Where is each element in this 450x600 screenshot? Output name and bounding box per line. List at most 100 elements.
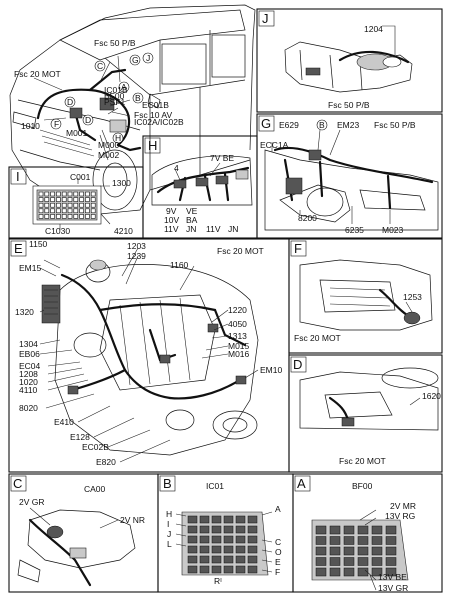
panel-B-labels: IC01 H I J L R A C O E F [166, 481, 282, 586]
fuse-slot [343, 525, 355, 535]
panel-tag-A: A [297, 476, 306, 491]
panel-C-drawing [17, 507, 136, 587]
connector-slot [223, 545, 234, 554]
panel-E-label-fsc20mot: Fsc 20 MOT [217, 246, 264, 256]
fuse-slot [44, 191, 50, 197]
fuse-slot [90, 202, 96, 208]
fuse-slot [90, 191, 96, 197]
connector-slot [199, 565, 210, 574]
fuse-slot [79, 191, 84, 197]
panel-B-label-h: H [166, 509, 172, 519]
panel-E-label-1239: 1239 [127, 251, 146, 261]
fuse-slot [385, 536, 397, 545]
panel-E-label-e410: E410 [54, 417, 74, 427]
fuse-slot [85, 208, 90, 214]
fuse-slot [357, 546, 369, 556]
panel-E-label-1320: 1320 [15, 307, 34, 317]
fuse-slot [38, 191, 44, 197]
fuse-slot [371, 557, 383, 566]
panel-E-label-1313: 1313 [228, 331, 247, 341]
fuse-slot [73, 214, 79, 219]
fuse-slot [385, 546, 397, 556]
callout-E: D [67, 97, 73, 107]
panel-I-label-c1030: C1030 [45, 226, 70, 236]
fuse-slot [315, 536, 327, 545]
panel-A-drawing [311, 509, 409, 591]
panel-B-label-a: A [275, 504, 281, 514]
overview-label-psf1: PSF1 [104, 97, 126, 107]
fuse-slot [73, 197, 79, 202]
connector-slot [199, 515, 210, 524]
panel-C-label-2vgr: 2V GR [19, 497, 45, 507]
panel-I-labels: C001 1300 C1030 4210 [45, 172, 133, 236]
panel-A-label-2vmr: 2V MR [390, 501, 416, 511]
callout-C: C [97, 61, 103, 71]
fuse-slot [50, 214, 55, 219]
panel-G-labels: E629 B EM23 Fsc 50 P/B ECC1A 8200 6235 M… [260, 120, 416, 235]
fuse-slot [61, 208, 67, 214]
connector-slot [187, 545, 198, 554]
connector-slot [211, 535, 222, 544]
panel-G-drawing [264, 119, 439, 231]
fuse-slot [315, 567, 327, 577]
fuse-slot [385, 567, 397, 577]
panel-B-label-r: R [214, 576, 220, 586]
connector-slot [223, 565, 234, 574]
panel-E-drawing [39, 247, 259, 463]
panel-F-label-1253: 1253 [403, 292, 422, 302]
panel-J-label-1204: 1204 [364, 24, 383, 34]
fuse-slot [343, 557, 355, 566]
fuse-slot [329, 525, 341, 535]
fuse-slot [44, 197, 50, 202]
panel-E-label-ec04: EC04 [19, 361, 41, 371]
overview-label-m002: M002 [98, 150, 120, 160]
panel-B-label-j: J [167, 529, 171, 539]
fuse-slot [343, 567, 355, 577]
fuse-slot [343, 546, 355, 556]
panel-E-label-em10: EM10 [260, 365, 282, 375]
fuse-slot [371, 525, 383, 535]
panel-H-label-9v: 9V [166, 206, 177, 216]
fuse-slot [73, 202, 79, 208]
connector-slot [235, 555, 246, 564]
panel-G-label-8200: 8200 [298, 213, 317, 223]
connector-slot [247, 515, 258, 524]
panel-E-label-1160: 1160 [170, 260, 189, 270]
panel-E-label-1220: 1220 [228, 305, 247, 315]
connector-slot [199, 555, 210, 564]
panel-A-label-13vgr: 13V GR [378, 583, 408, 593]
panel-E-label-1020: 1020 [19, 377, 38, 387]
panel-E-label-m016: M016 [228, 349, 250, 359]
fuse-slot [329, 546, 341, 556]
overview-label-1010: 1010 [21, 121, 40, 131]
fuse-slot [343, 536, 355, 545]
overview-labels: Fsc 50 P/B Fsc 20 MOT IC01B BF00 PSF1 EC… [14, 38, 184, 160]
fuse-slot [61, 214, 67, 219]
connector-slot [199, 525, 210, 534]
connector-slot [247, 555, 258, 564]
fuse-slot [38, 202, 44, 208]
panel-E-label-ec02b: EC02B [82, 442, 109, 452]
panel-E-label-e128: E128 [70, 432, 90, 442]
connector-slot [199, 545, 210, 554]
panel-B-label-f: F [275, 567, 280, 577]
panel-H-drawing [151, 155, 253, 206]
panel-E-label-1304: 1304 [19, 339, 38, 349]
panel-E-label-e820: E820 [96, 457, 116, 467]
panel-E-label-m015: M015 [228, 341, 250, 351]
vehicle-overview-drawing: D G C A B J H D F [9, 4, 256, 215]
panel-F-label-fsc20mot: Fsc 20 MOT [294, 333, 341, 343]
connector-slot [223, 515, 234, 524]
connector-slot [187, 565, 198, 574]
panel-E-label-4050: 4050 [228, 319, 247, 329]
panel-E-label-8020: 8020 [19, 403, 38, 413]
fuse-slot [79, 202, 84, 208]
panel-I-fuse-grid [38, 191, 96, 219]
fuse-slot [385, 525, 397, 535]
fuse-slot [85, 214, 90, 219]
connector-slot [223, 535, 234, 544]
panel-G-label-ecc1a: ECC1A [260, 140, 289, 150]
fuse-slot [38, 208, 44, 214]
fuse-slot [73, 191, 79, 197]
callout-J: J [146, 53, 150, 63]
